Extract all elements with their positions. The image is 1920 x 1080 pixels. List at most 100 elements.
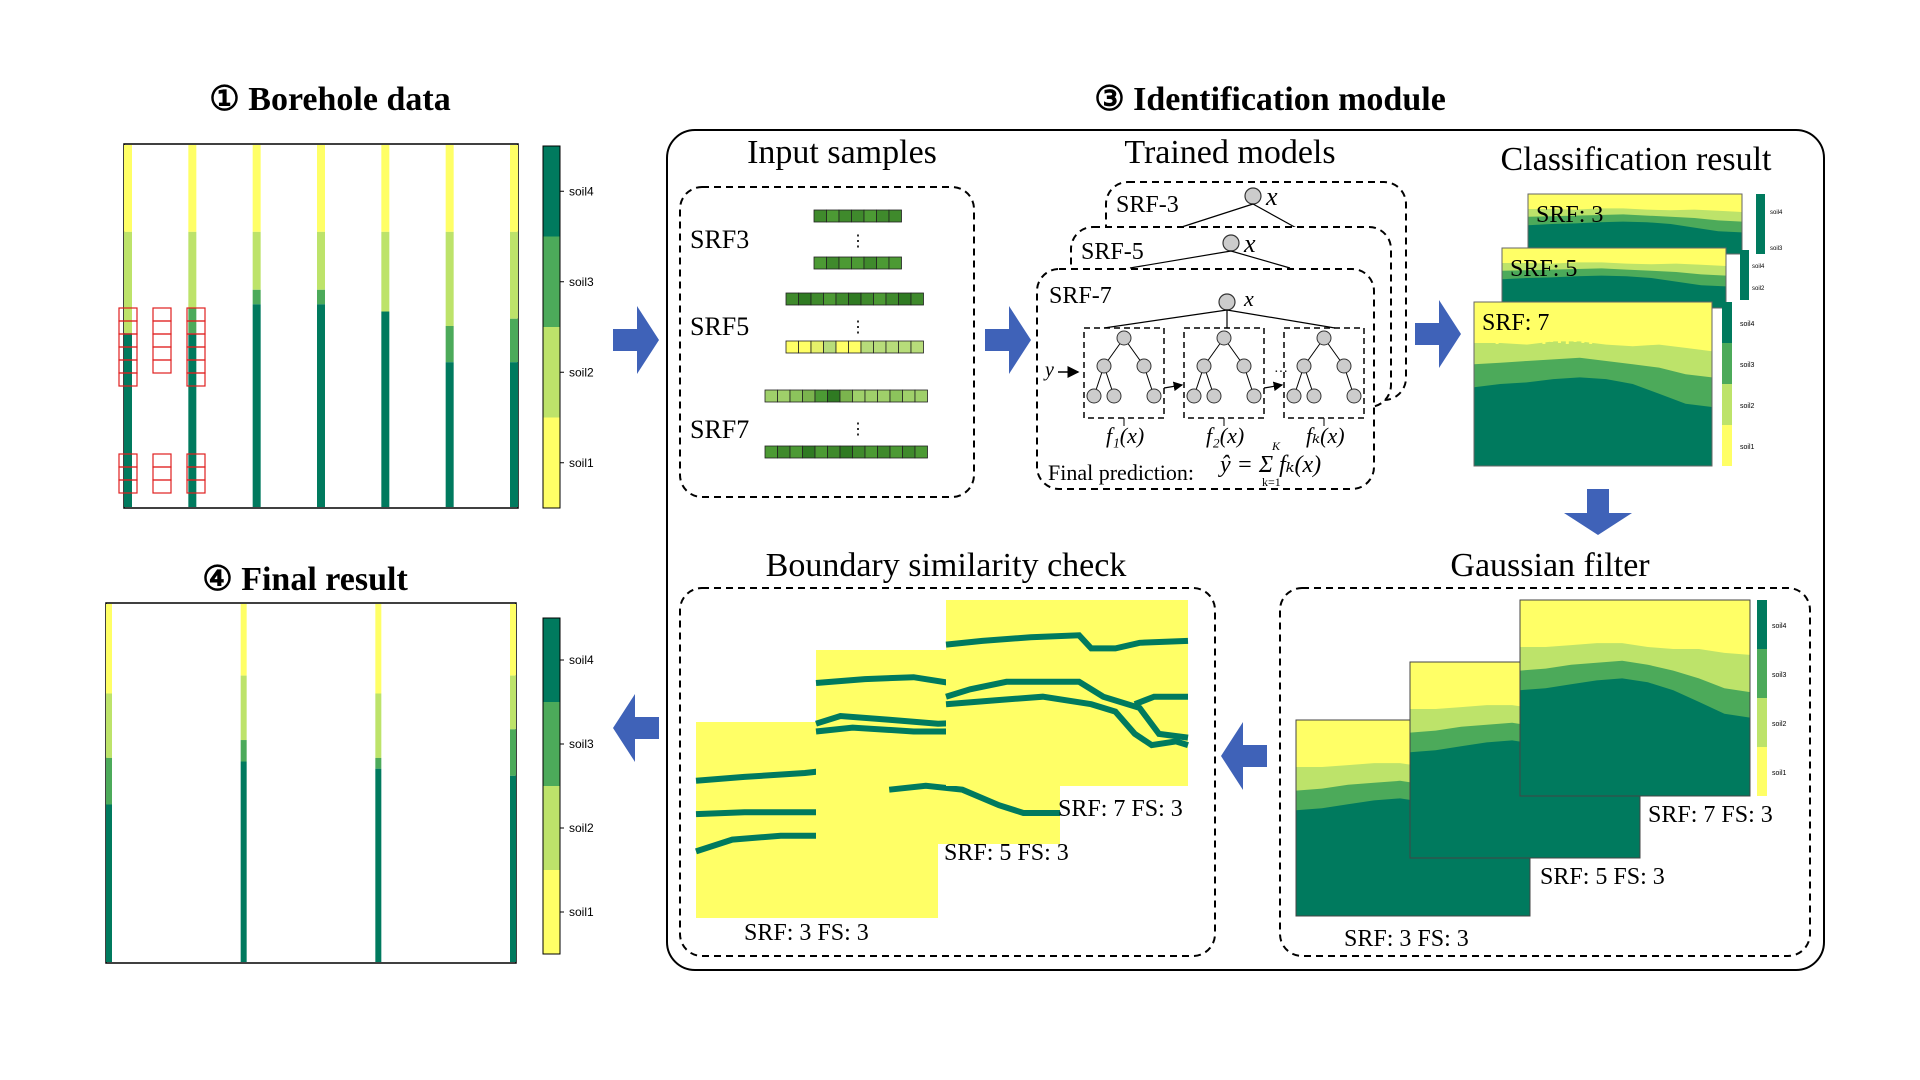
classification-result-title: Classification result <box>1500 141 1772 178</box>
colorbar-label: soil3 <box>569 275 594 289</box>
stratum-soil1 <box>375 604 382 694</box>
sample-cell <box>914 445 928 459</box>
sample-cell <box>888 256 902 270</box>
colorbar-soil4 <box>543 146 560 237</box>
mini-legend-label: soil2 <box>1740 403 1755 410</box>
colorbar-soil1 <box>543 870 560 954</box>
sample-cell <box>810 340 824 354</box>
colorbar-soil2 <box>543 786 560 870</box>
stratum-soil3 <box>240 740 247 762</box>
sample-cell <box>810 292 824 306</box>
model-input-x: x <box>1243 229 1256 258</box>
tree-node <box>1296 358 1312 374</box>
boundary-line <box>945 678 1189 741</box>
flow-arrows <box>613 300 1632 790</box>
borehole-data-title: ① Borehole data <box>209 81 450 118</box>
model-input-x: x <box>1243 286 1254 311</box>
borehole-columns <box>124 145 518 507</box>
input-label-srf7: SRF7 <box>690 415 749 444</box>
tree-node <box>1346 388 1362 404</box>
stratum-soil2 <box>381 231 390 312</box>
sample-cell <box>860 340 874 354</box>
sample-marker <box>152 479 172 494</box>
fk-label: fₖ(x) <box>1306 423 1345 448</box>
tree-node <box>1336 358 1352 374</box>
boundary-line <box>888 782 1060 816</box>
colorbar-label: soil1 <box>569 456 594 470</box>
colorbar-label: soil4 <box>569 184 594 198</box>
tree-node <box>1096 358 1112 374</box>
trees-ellipsis: ··· <box>1274 365 1288 380</box>
mini-legend-label: soil3 <box>1770 246 1783 252</box>
sample-cell <box>864 389 878 403</box>
stratum-soil1 <box>240 604 247 676</box>
input-samples-box <box>679 186 975 498</box>
sample-marker <box>186 479 206 494</box>
sample-cell <box>813 256 827 270</box>
identification-module-frame <box>666 129 1825 971</box>
sample-cell <box>813 209 827 223</box>
sample-cell <box>826 256 840 270</box>
sample-cell <box>785 292 799 306</box>
mini-legend-label: soil4 <box>1770 210 1783 216</box>
colorbar-label: soil2 <box>569 821 594 835</box>
class-map-srf3 <box>1527 193 1743 255</box>
mini-legend-label: soil4 <box>1740 321 1755 328</box>
tree-node <box>1306 388 1322 404</box>
final-result-title: ④ Final result <box>202 561 408 598</box>
final-prediction-formula: ŷ = Σ fₖ(x) <box>1218 452 1321 478</box>
tree-node <box>1086 388 1102 404</box>
sample-cell <box>814 389 828 403</box>
tree-node <box>1216 330 1232 346</box>
mini-legend-label: soil2 <box>1752 286 1765 292</box>
tree-node <box>1146 388 1162 404</box>
stratum-soil2 <box>375 693 382 758</box>
arrow-input-to-models <box>985 306 1031 374</box>
sample-cell <box>827 389 841 403</box>
tree-node <box>1136 358 1152 374</box>
sample-cell <box>852 389 866 403</box>
sum-lower-limit: k=1 <box>1262 475 1281 489</box>
arrow-borehole-to-input <box>613 306 659 374</box>
sample-cell <box>851 256 865 270</box>
sample-cell <box>863 209 877 223</box>
sample-cell <box>876 256 890 270</box>
stratum-soil1 <box>188 145 197 232</box>
sample-cell <box>889 445 903 459</box>
stratum-soil3 <box>317 289 325 305</box>
stratum-soil4 <box>375 768 382 962</box>
stratum-soil3 <box>510 318 518 363</box>
stratum-soil3 <box>510 729 516 776</box>
stratum-soil2 <box>124 231 132 334</box>
mini-legend-label: soil1 <box>1772 770 1787 777</box>
sample-cell <box>864 445 878 459</box>
sample-cell <box>860 292 874 306</box>
stratum-soil2 <box>252 231 261 290</box>
identification-module-title: ③ Identification module <box>1094 81 1446 118</box>
stratum-soil3 <box>106 757 112 805</box>
stratum-soil1 <box>381 145 390 232</box>
gaussian-caption-srf7: SRF: 7 FS: 3 <box>1648 802 1773 828</box>
stratum-soil4 <box>510 775 516 962</box>
mini-legend-label: soil1 <box>1740 444 1755 451</box>
sample-cell <box>885 340 899 354</box>
input-label-srf5: SRF5 <box>690 312 749 341</box>
stratum-soil3 <box>375 757 382 769</box>
stratum-soil1 <box>445 145 454 232</box>
colorbar-soil3 <box>543 702 560 786</box>
sample-cell <box>852 445 866 459</box>
sample-cell <box>873 340 887 354</box>
colorbar-soil3 <box>543 236 560 327</box>
sample-cell <box>798 292 812 306</box>
boundary-check-title: Boundary similarity check <box>766 547 1127 584</box>
sample-cell <box>839 445 853 459</box>
mini-legend-label: soil3 <box>1772 672 1787 679</box>
arrow-classification-to-gaussian <box>1564 489 1632 535</box>
stratum-soil4 <box>510 362 518 507</box>
sample-cell <box>802 445 816 459</box>
stratum-soil3 <box>445 326 454 363</box>
